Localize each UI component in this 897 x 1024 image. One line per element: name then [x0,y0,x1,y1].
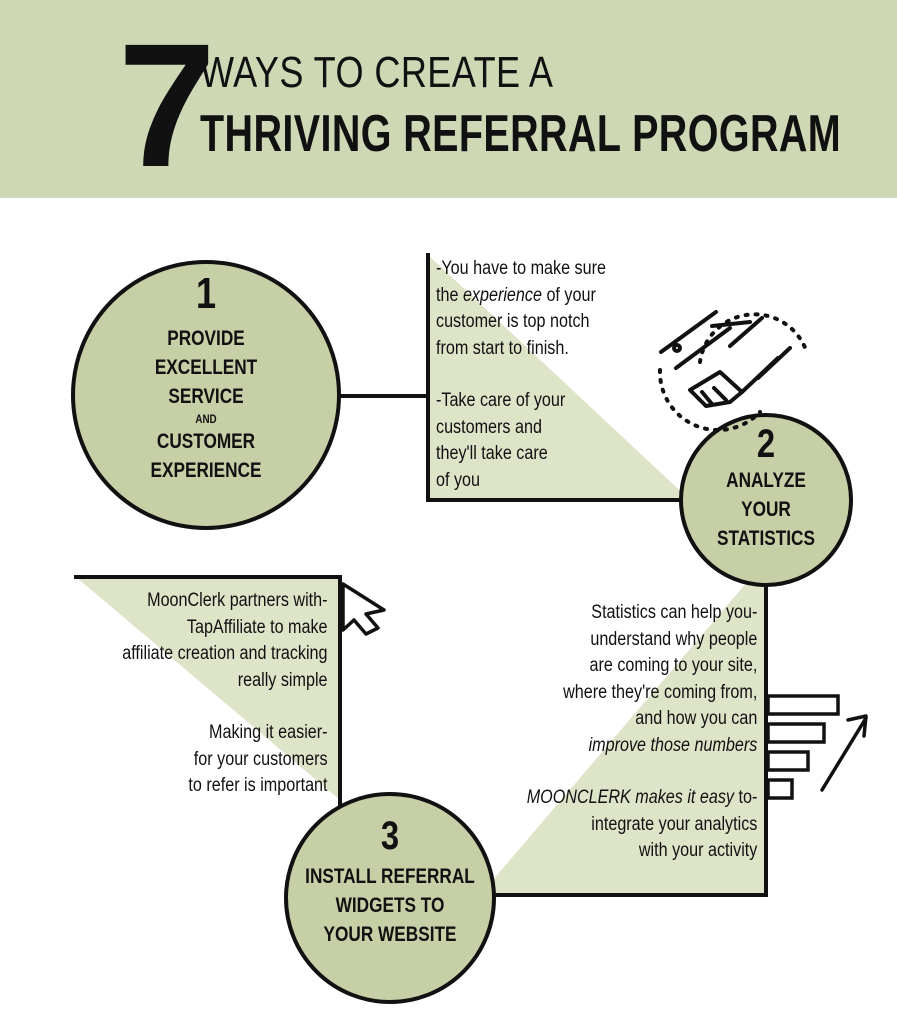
step3-title-line: WIDGETS TO [335,894,445,917]
note-line: affiliate creation and tracking [122,643,328,664]
step1-label: 1 PROVIDE EXCELLENT SERVICE AND CUSTOMER… [116,272,296,485]
title-line-2: THRIVING REFERRAL PROGRAM [200,105,842,163]
step3-circle [284,792,496,1004]
step2-circle [679,413,853,587]
note-line: where they're coming from, [562,681,757,703]
step2-title-line: ANALYZE [726,469,806,492]
note-line: they'll take care [436,443,548,464]
step1-title-line: PROVIDE [167,327,245,350]
note-line: MOONCLERK makes it easy to- [526,787,757,808]
note-line: and how you can [634,708,757,729]
step3-label: 3 INSTALL REFERRAL WIDGETS TO YOUR WEBSI… [300,816,480,949]
step2-notes: Statistics can help you- understand why … [526,600,757,865]
step2-triangle [480,560,766,895]
step2-title-line: STATISTICS [717,527,815,550]
step2-number: 2 [756,422,776,466]
note-line: the experience of your [436,284,596,306]
title-line-1: WAYS TO CREATE A [200,48,554,97]
note-line: -You have to make sure [436,258,606,279]
note-line: of you [436,469,481,491]
note-line: customers and [436,416,542,438]
note-line: Making it easier- [209,722,328,743]
handshake-icon [657,310,808,433]
note-line: really simple [238,669,328,691]
step1-triangle [428,255,690,500]
step1-title-line: CUSTOMER [156,430,256,453]
note-line: customer is top notch [436,311,590,332]
header-number: 7 [118,8,216,204]
bar-chart-icon [766,694,868,800]
note-line: understand why people [589,628,757,650]
step3-notes: MoonClerk partners with- TapAffiliate to… [123,588,328,800]
note-line: MoonClerk partners with- [147,590,328,611]
note-emphasis: improve those numbers [588,734,757,756]
step1-title-line: EXCELLENT [154,356,258,379]
note-line: are coming to your site, [589,655,757,676]
step1-title-line: EXPERIENCE [150,459,262,482]
step3-triangle [76,577,340,800]
note-line: TapAffiliate to make [187,616,328,638]
cursor-arrow-icon [341,582,386,636]
step2-label: 2 ANALYZE YOUR STATISTICS [700,424,831,553]
header-band: 7 WAYS TO CREATE A THRIVING REFERRAL PRO… [0,0,897,198]
note-emphasis: MOONCLERK makes it easy [526,787,734,808]
connector-1-bracket [426,253,682,502]
step3-title-line: INSTALL REFERRAL [305,865,475,888]
step3-number: 3 [380,814,400,858]
note-line: for your customers [194,748,328,770]
step3-title-line: YOUR WEBSITE [323,923,457,946]
step1-number: 1 [195,269,217,318]
note-line: Statistics can help you- [590,602,757,623]
note-line: with your activity [638,840,757,861]
note-line: -Take care of your [436,390,566,411]
step1-connector-word: AND [195,412,217,426]
note-line: integrate your analytics [590,813,757,835]
step1-notes: -You have to make sure the experience of… [436,256,606,494]
step1-title-line: SERVICE [168,385,244,408]
step1-circle [71,260,341,530]
connector-3-bracket [74,575,342,812]
note-emphasis: experience [462,284,542,306]
note-line: from start to finish. [436,337,569,359]
note-line: to refer is important [188,775,328,796]
step2-title-line: YOUR [741,498,791,521]
connector-2-bracket [486,583,768,897]
